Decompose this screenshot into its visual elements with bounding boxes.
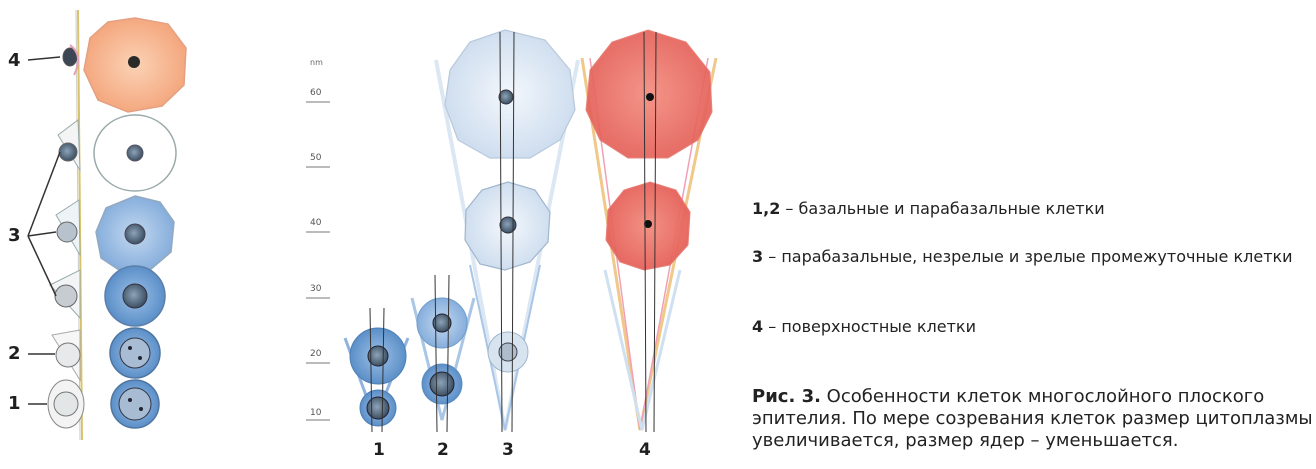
column-label-4: 4	[639, 440, 651, 460]
left-label-3: 3	[8, 225, 21, 246]
left-epithelium-strip	[27, 9, 187, 441]
scale-tick-60: 60	[310, 88, 322, 98]
caption-text: Особенности клеток многослойного плоског…	[752, 386, 1313, 451]
legend-text: – поверхностные клетки	[763, 317, 976, 336]
side-cell-3a	[58, 142, 78, 162]
cell-column-4	[580, 29, 718, 433]
legend-text: – парабазальные, незрелые и зрелые проме…	[763, 247, 1293, 266]
side-cell-3c	[54, 284, 78, 308]
scale-tick-30: 30	[310, 284, 322, 294]
column-label-2: 2	[437, 440, 449, 460]
left-label-4: 4	[8, 50, 21, 71]
scale-tick-50: 50	[310, 153, 322, 163]
scale-tick-40: 40	[310, 218, 322, 228]
side-cell-2	[55, 342, 81, 368]
side-cell-3b	[56, 221, 78, 243]
caption-label: Рис. 3.	[752, 386, 821, 407]
column-label-3: 3	[502, 440, 514, 460]
cell-column-1	[343, 307, 410, 433]
figure-caption: Рис. 3. Особенности клеток многослойного…	[752, 386, 1316, 452]
legend-key: 3	[752, 247, 764, 266]
legend-text: – базальные и парабазальные клетки	[780, 199, 1105, 218]
left-label-1: 1	[8, 393, 21, 414]
scale-unit: nm	[310, 58, 323, 67]
scale-tick-10: 10	[310, 408, 322, 418]
legend-key: 4	[752, 317, 764, 336]
cell-column-2	[410, 274, 476, 433]
legend-key: 1,2	[752, 199, 781, 218]
left-label-2: 2	[8, 343, 21, 364]
legend-item-1-2: 1,2 – базальные и парабазальные клетки	[752, 198, 1316, 220]
scale-bar	[306, 101, 330, 421]
legend-item-3: 3 – парабазальные, незрелые и зрелые про…	[752, 246, 1312, 268]
cell-column-3	[434, 29, 580, 433]
column-label-1: 1	[373, 440, 385, 460]
big-cell-4-nucleus	[128, 56, 140, 68]
legend-item-4: 4 – поверхностные клетки	[752, 316, 1316, 338]
scale-tick-20: 20	[310, 349, 322, 359]
